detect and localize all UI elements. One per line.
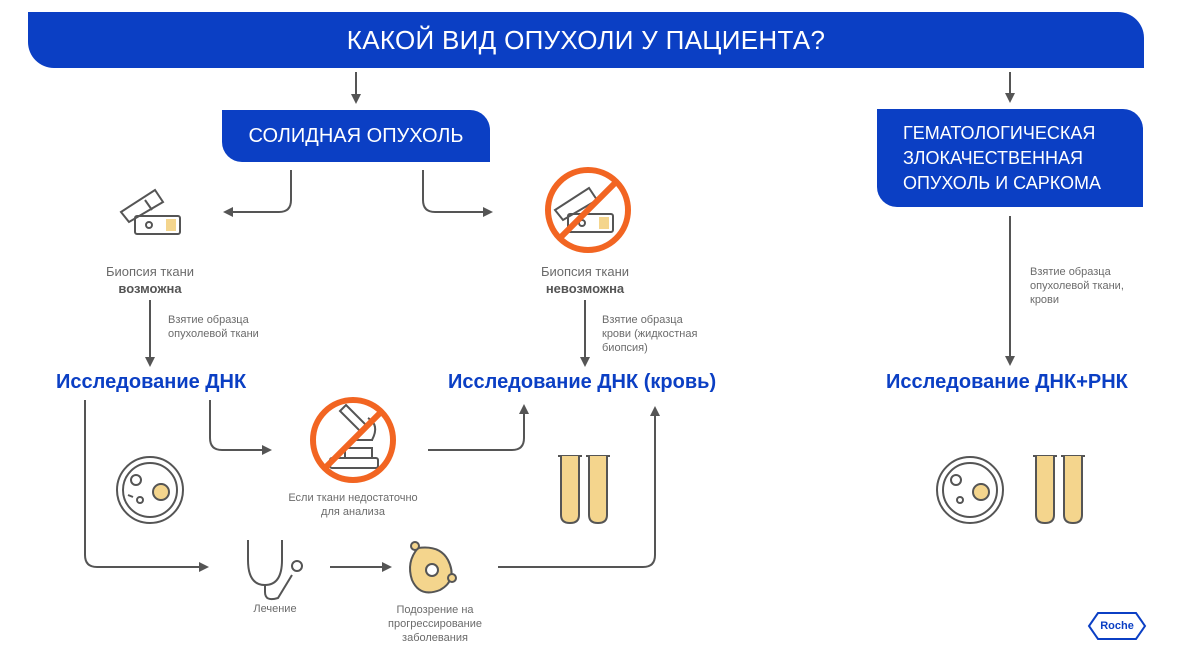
heme-sample-line-1: Взятие образца (1030, 266, 1111, 278)
biopsy-impossible-bold: невозможна (545, 281, 625, 296)
progression-line-3: заболевания (402, 632, 468, 644)
question-banner: КАКОЙ ВИД ОПУХОЛИ У ПАЦИЕНТА? (28, 12, 1144, 68)
right-sample-line-3: биопсия) (602, 342, 648, 354)
left-sample-caption: Взятие образца опухолевой ткани (168, 313, 259, 341)
heme-tumor-box: ГЕМАТОЛОГИЧЕСКАЯ ЗЛОКАЧЕСТВЕННАЯ ОПУХОЛЬ… (877, 109, 1143, 207)
sample-tube-icon (119, 188, 181, 235)
no-microscope-icon (310, 397, 396, 483)
right-sample-line-1: Взятие образца (602, 314, 683, 326)
progression-caption: Подозрение на прогрессирование заболеван… (370, 603, 500, 645)
roche-logo-shape (1087, 612, 1147, 640)
petri-dish-icon (116, 456, 184, 524)
heme-line-1: ГЕМАТОЛОГИЧЕСКАЯ (903, 123, 1096, 143)
arrow-insufficient-to-blood (428, 404, 529, 451)
left-sample-line-1: Взятие образца (168, 314, 249, 326)
heme-line-3: ОПУХОЛЬ И САРКОМА (903, 173, 1102, 193)
left-sample-line-2: опухолевой ткани (168, 328, 259, 340)
dna-test-heading: Исследование ДНК (56, 371, 247, 393)
insufficient-line-1: Если ткани недостаточно (288, 492, 418, 504)
insufficient-caption: Если ткани недостаточно для анализа (268, 491, 438, 519)
arrow-dna-to-insufficient (209, 400, 272, 455)
arrow-solid-left (223, 170, 292, 217)
biopsy-impossible-top: Биопсия ткани (540, 264, 630, 279)
cancer-cell-icon (409, 541, 457, 594)
arrow-solid-right (422, 170, 493, 217)
blood-tubes-icon-heme (1033, 455, 1085, 525)
biopsy-possible-top: Биопсия ткани (105, 264, 195, 279)
no-biopsy-icon (545, 167, 631, 253)
heme-sample-line-2: опухолевой ткани, (1030, 280, 1124, 292)
arrow-progression-to-blood (498, 406, 660, 568)
arrow-dna-to-treatment (84, 400, 209, 572)
progression-line-1: Подозрение на (396, 604, 474, 616)
stethoscope-icon (247, 540, 303, 601)
solid-tumor-box: СОЛИДНАЯ ОПУХОЛЬ (222, 110, 490, 162)
blood-dna-test-heading: Исследование ДНК (кровь) (448, 371, 717, 393)
treatment-caption: Лечение (253, 603, 297, 615)
biopsy-possible-caption: Биопсия ткани возможна (70, 263, 230, 297)
progression-line-2: прогрессирование (388, 618, 482, 630)
heme-sample-caption: Взятие образца опухолевой ткани, крови (1030, 265, 1124, 307)
dna-rna-test-heading: Исследование ДНК+РНК (886, 371, 1128, 393)
right-sample-line-2: крови (жидкостная (602, 328, 698, 340)
right-sample-caption: Взятие образца крови (жидкостная биопсия… (602, 313, 697, 355)
blood-tubes-icon (558, 455, 610, 525)
petri-dish-icon-heme (936, 456, 1004, 524)
heme-line-2: ЗЛОКАЧЕСТВЕННАЯ (903, 148, 1083, 168)
biopsy-impossible-caption: Биопсия ткани невозможна (505, 263, 665, 297)
roche-logo: Roche (1100, 620, 1134, 632)
heme-sample-line-3: крови (1030, 294, 1060, 306)
biopsy-possible-bold: возможна (118, 281, 182, 296)
insufficient-line-2: для анализа (321, 506, 385, 518)
